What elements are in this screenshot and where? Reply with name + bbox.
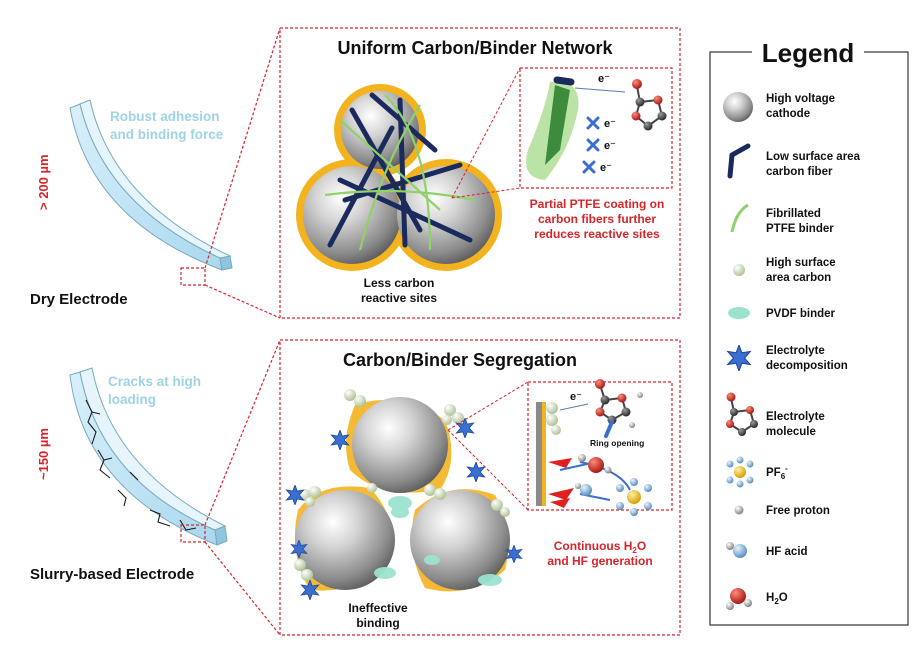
svg-text:area carbon: area carbon — [766, 272, 831, 284]
dry-zoom-box — [180, 267, 206, 286]
svg-text:Free proton: Free proton — [766, 505, 830, 517]
svg-text:High surface: High surface — [766, 257, 836, 269]
svg-text:molecule: molecule — [766, 426, 816, 438]
dry-panel-title: Uniform Carbon/Binder Network — [337, 38, 613, 58]
slurry-zoom-lines — [204, 339, 281, 636]
dry-network-panel — [279, 27, 681, 319]
dry-adhesion-line1: Robust adhesion — [110, 109, 220, 124]
svg-text:PF6-: PF6- — [766, 464, 788, 481]
legend-item-ptfe: Fibrillated PTFE binder — [730, 203, 834, 235]
slurry-inset-attack — [548, 458, 574, 508]
slurry-electron: e⁻ — [570, 391, 582, 403]
dry-ptfe-line1: Partial PTFE coating on — [530, 197, 665, 211]
slurry-electrode-illustration — [69, 367, 228, 546]
svg-text:decomposition: decomposition — [766, 360, 848, 372]
dry-ptfe-inset — [519, 67, 673, 189]
dry-zoom-lines — [204, 27, 281, 319]
legend-box — [709, 51, 909, 626]
legend-item-carbon-fiber: Low surface area carbon fiber — [727, 143, 861, 179]
legend-hf-icon — [726, 542, 747, 558]
dry-electron-1: e⁻ — [598, 73, 610, 85]
legend-item-molecule: Electrolyte molecule — [726, 392, 825, 438]
svg-text:Electrolyte: Electrolyte — [766, 411, 825, 423]
legend-item-hf: HF acid — [726, 542, 808, 558]
legend-item-proton: Free proton — [734, 505, 830, 517]
dry-ptfe-line3: reduces reactive sites — [534, 227, 660, 241]
legend-water-icon — [726, 588, 752, 610]
legend-item-cathode: High voltage cathode — [723, 92, 835, 122]
svg-text:PVDF binder: PVDF binder — [766, 308, 836, 320]
svg-text:Fibrillated: Fibrillated — [766, 208, 821, 220]
dry-electron-2: e⁻ — [604, 118, 616, 130]
legend-item-hsa-carbon: High surface area carbon — [733, 257, 836, 284]
svg-text:cathode: cathode — [766, 108, 810, 120]
slurry-zoom-box — [180, 524, 206, 543]
slurry-segregation-panel — [279, 339, 681, 636]
slurry-cracks-line2: loading — [108, 392, 156, 407]
slurry-inset-molecule — [595, 379, 643, 428]
slurry-inset-products — [575, 454, 652, 516]
svg-text:HF acid: HF acid — [766, 546, 808, 558]
dry-cathode-left — [303, 166, 401, 264]
slurry-binding-line2: binding — [356, 616, 399, 630]
legend-item-pf6: PF6- — [726, 456, 788, 488]
svg-text:carbon fiber: carbon fiber — [766, 166, 833, 178]
slurry-pvdf-binder — [374, 496, 502, 586]
slurry-cathode-top — [352, 397, 448, 493]
slurry-ring-opening: Ring opening — [590, 438, 644, 448]
slurry-inset-surface — [536, 402, 561, 506]
slurry-thickness-label: ~150 µm — [36, 428, 51, 480]
dry-sites-line2: reactive sites — [361, 291, 437, 305]
dry-ptfe-line2: carbon fibers further — [538, 212, 656, 226]
legend-carbon-icon — [733, 264, 745, 276]
legend-pvdf-icon — [728, 307, 750, 319]
slurry-electrode-caption: Slurry-based Electrode — [30, 566, 194, 583]
legend-proton-icon — [734, 505, 744, 515]
slurry-generation-line1: Continuous H2O — [554, 539, 646, 555]
ring-opening-arrow — [604, 420, 614, 438]
legend-pf6-icon — [726, 456, 754, 488]
dry-inset-molecule — [631, 79, 667, 131]
legend-ptfe-icon — [730, 203, 749, 233]
dry-electrode-illustration — [69, 99, 233, 286]
slurry-cathode-right — [410, 490, 510, 590]
legend-molecule-icon — [726, 392, 758, 436]
dry-sites-line1: Less carbon — [364, 276, 435, 290]
svg-text:Low surface area: Low surface area — [766, 151, 861, 163]
dry-electron-4: e⁻ — [600, 162, 612, 174]
slurry-panel-title: Carbon/Binder Segregation — [343, 350, 577, 370]
slurry-cathode-left — [295, 490, 395, 590]
svg-text:High voltage: High voltage — [766, 93, 835, 105]
svg-text:PTFE binder: PTFE binder — [766, 223, 834, 235]
slurry-cathode-cluster — [285, 389, 523, 600]
svg-text:H2O: H2O — [766, 592, 788, 606]
slurry-cracks-line1: Cracks at high — [108, 374, 201, 389]
legend-item-pvdf: PVDF binder — [728, 307, 836, 320]
dry-cathode-cluster — [296, 84, 502, 271]
dry-inset-fiber — [526, 76, 579, 180]
dry-electrode-caption: Dry Electrode — [30, 291, 128, 308]
legend-title: Legend — [762, 38, 854, 68]
svg-text:Electrolyte: Electrolyte — [766, 345, 825, 357]
dry-adhesion-line2: and binding force — [110, 127, 224, 142]
legend-fiber-icon — [727, 143, 751, 179]
dry-blocked-transfer — [582, 116, 600, 174]
legend-item-decomposition: Electrolyte decomposition — [727, 345, 848, 372]
legend-item-water: H2O — [726, 588, 788, 610]
dry-electron-3: e⁻ — [604, 140, 616, 152]
slurry-cracks — [85, 399, 197, 531]
slurry-binding-line1: Ineffective — [348, 601, 408, 615]
legend-cathode-icon — [723, 92, 753, 122]
slurry-generation-line2: and HF generation — [547, 554, 652, 568]
dry-thickness-label: > 200 µm — [36, 154, 51, 210]
